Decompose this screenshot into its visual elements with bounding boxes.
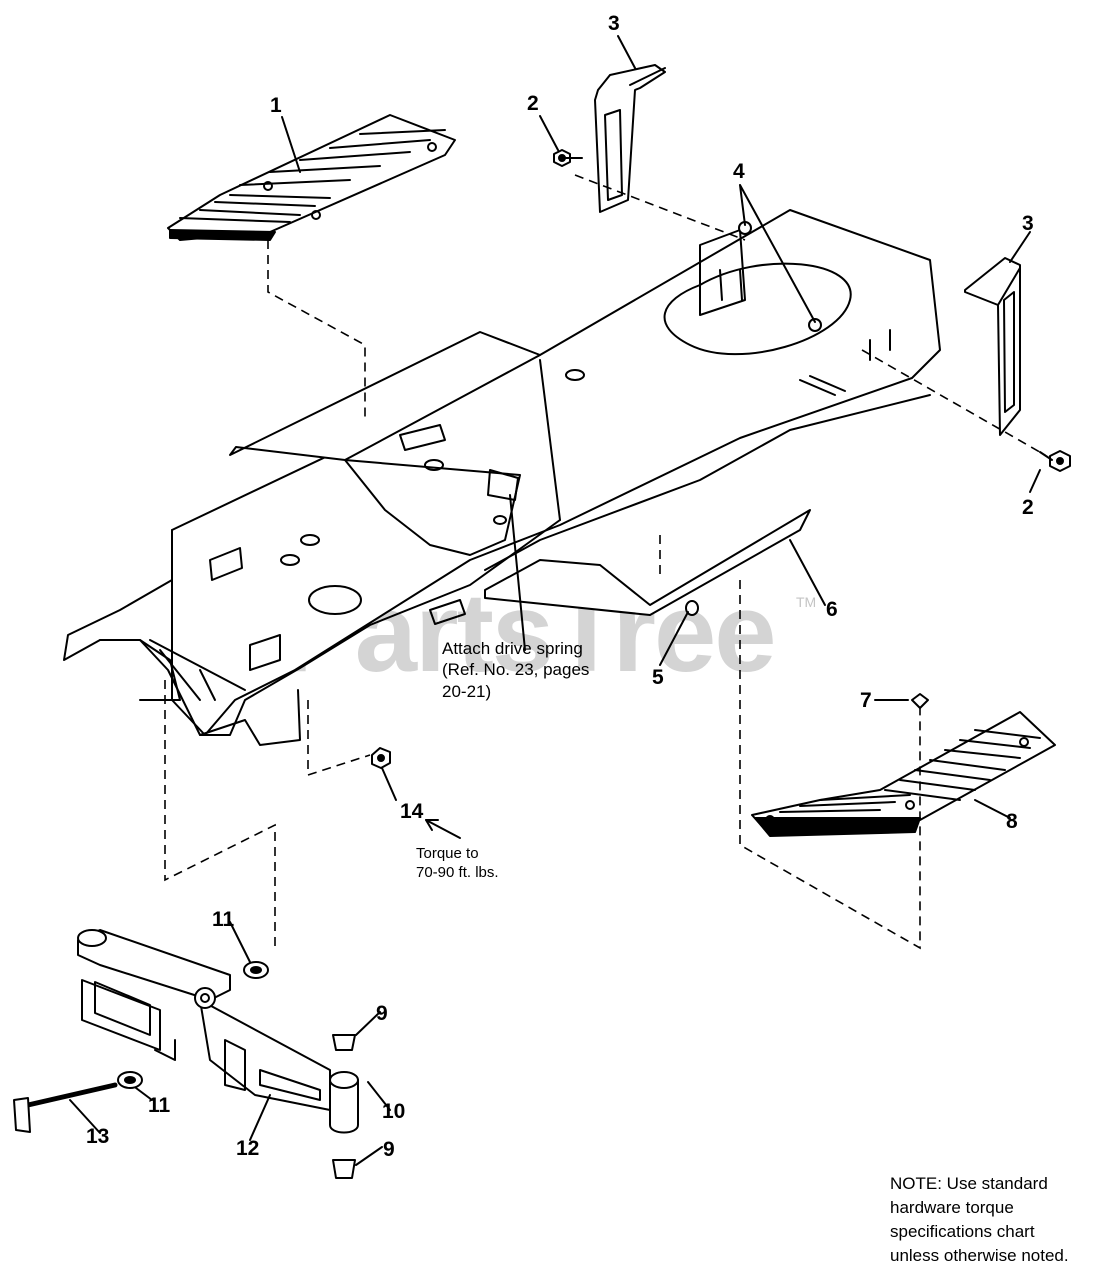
plug-part-5	[685, 600, 699, 616]
bracket-part-3-right	[964, 257, 1021, 436]
bushing-part-9-bottom	[332, 1159, 356, 1179]
standard-torque-note: NOTE: Use standard hardware torque speci…	[890, 1174, 1069, 1266]
callout-label-2-right: 2	[1022, 496, 1034, 519]
callout-label-2-top: 2	[527, 92, 539, 115]
callout-label-12: 12	[236, 1137, 259, 1160]
alignment-lines	[164, 174, 1046, 952]
screw-part-7	[911, 693, 929, 709]
callout-label-8: 8	[1006, 810, 1018, 833]
callout-label-1: 1	[270, 94, 282, 117]
callout-label-4: 4	[733, 160, 745, 183]
callout-label-9-bottom: 9	[383, 1138, 395, 1161]
washer-part-11-top	[243, 961, 269, 979]
callout-label-3-right: 3	[1022, 212, 1034, 235]
washer-part-11-bottom	[117, 1071, 143, 1089]
callout-label-3-top: 3	[608, 12, 620, 35]
callout-label-13: 13	[86, 1125, 109, 1148]
main-frame-part-6	[63, 209, 941, 736]
callout-label-7: 7	[860, 689, 872, 712]
bushing-part-9-top	[332, 1034, 356, 1051]
callout-label-11-bottom: 11	[148, 1094, 171, 1117]
footrest-part-1	[167, 114, 456, 241]
drive-spring-note: Attach drive spring (Ref. No. 23, pages …	[442, 639, 590, 701]
bolt-part-2-right	[1039, 450, 1071, 472]
callout-label-5: 5	[652, 666, 664, 689]
torque-note: Torque to 70-90 ft. lbs.	[416, 845, 499, 881]
callout-label-11-top: 11	[212, 908, 235, 931]
bolt-part-2-top	[553, 149, 583, 167]
footrest-part-8	[751, 711, 1056, 837]
pivot-bolt-part-13	[13, 1082, 118, 1133]
bracket-part-3-top	[594, 64, 666, 213]
callout-label-14: 14	[400, 800, 424, 823]
spindle-part-10	[329, 1071, 359, 1134]
trademark-mark: TM	[796, 594, 817, 610]
screw-part-4-b	[808, 318, 822, 332]
front-axle-part-12	[77, 929, 331, 1111]
callout-label-9-top: 9	[376, 1002, 388, 1025]
nut-part-14	[371, 747, 391, 769]
callout-label-10: 10	[382, 1100, 405, 1123]
callout-label-6: 6	[826, 598, 838, 621]
